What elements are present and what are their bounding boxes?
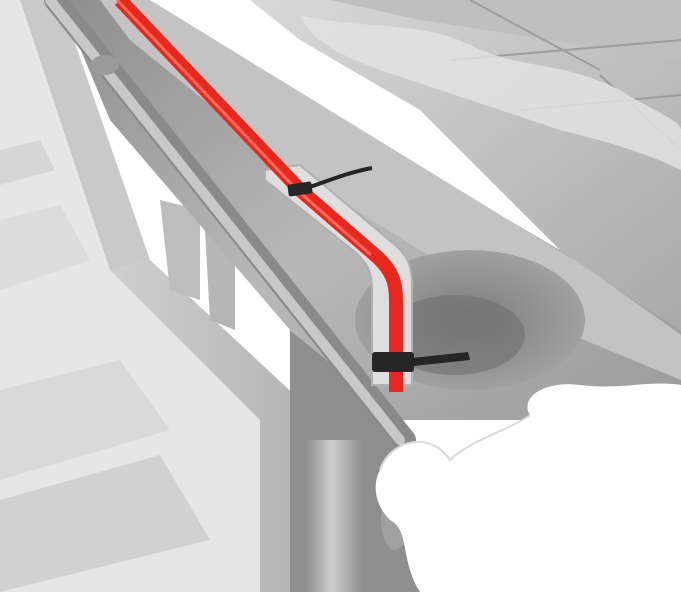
downpipe — [305, 440, 365, 592]
